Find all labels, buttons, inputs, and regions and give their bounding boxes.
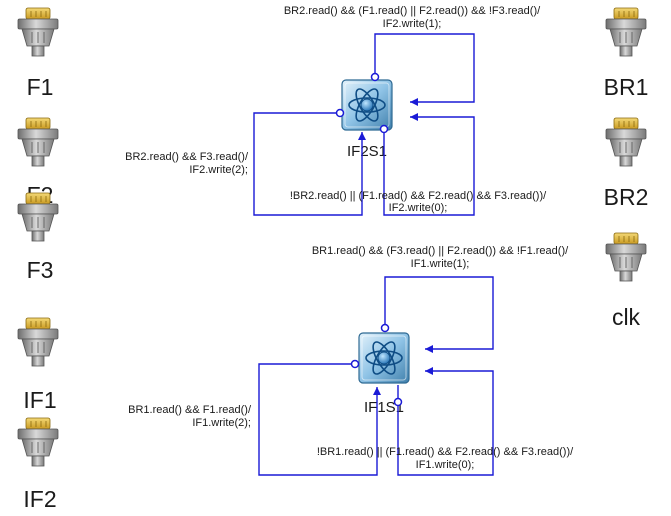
arrowhead [373,387,381,395]
transition-guard: BR2.read() && F3.read()/ [125,151,249,163]
transition-source-dot [335,108,345,118]
connector-port-icon [17,317,59,367]
port-clk: clk [605,232,647,330]
transition-action: IF1.write(0); [416,459,475,471]
transition-source-dot [379,124,389,134]
atom-state-icon [341,79,393,131]
port-label: BR2 [604,184,649,210]
transition-if2s1-top: BR2.read() && (F1.read() || F2.read()) &… [284,5,541,106]
transition-edge [383,116,475,216]
transition-edge [374,33,475,103]
port-f3: F3 [17,192,59,283]
arrowhead [425,345,433,353]
port-br2: BR2 [604,117,649,210]
transition-if1s1-left: BR1.read() && F1.read()/ IF1.write(2); [128,359,381,476]
port-if2: IF2 [17,417,59,512]
transition-edge [258,363,378,476]
transition-guard: BR1.read() && (F3.read() || F2.read()) &… [312,245,569,257]
transition-edge [253,112,363,216]
transition-if2s1-bottom: !BR2.read() || (F1.read() && F2.read() &… [290,113,547,216]
arrowhead [410,113,418,121]
transition-guard: !BR2.read() || (F1.read() && F2.read() &… [290,190,547,202]
connector-port-icon [17,417,59,467]
transition-source-dot [350,359,360,369]
port-if1: IF1 [17,317,59,413]
connector-port-icon [17,7,59,57]
transition-guard: !BR1.read() || (F1.read() && F2.read() &… [317,446,574,458]
transition-action: IF1.write(2); [192,417,251,429]
port-label: F1 [27,74,54,100]
transition-guard: BR2.read() && (F1.read() || F2.read()) &… [284,5,541,17]
port-label: F3 [27,257,54,283]
port-label: IF1 [23,387,56,413]
state-if2s1: IF2S1 [341,79,393,160]
port-label: clk [612,304,641,330]
transition-edge [397,370,494,476]
transition-action: IF2.write(0); [389,202,448,214]
atom-state-icon [358,332,410,384]
transition-if1s1-bottom: !BR1.read() || (F1.read() && F2.read() &… [317,367,574,476]
transition-source-dot [393,397,403,407]
transition-guard: BR1.read() && F1.read()/ [128,404,252,416]
connector-port-icon [605,232,647,282]
transition-if2s1-left: BR2.read() && F3.read()/ IF2.write(2); [125,108,366,216]
transition-action: IF2.write(1); [383,18,442,30]
arrowhead [410,98,418,106]
transition-action: IF2.write(2); [189,164,248,176]
port-f1: F1 [17,7,59,100]
connector-port-icon [605,117,647,167]
port-label: BR1 [604,74,649,100]
transition-if1s1-top: BR1.read() && (F3.read() || F2.read()) &… [312,245,569,353]
state-label: IF2S1 [347,143,387,160]
transition-source-dot [380,323,390,333]
transition-action: IF1.write(1); [411,258,470,270]
arrowhead [358,132,366,140]
transition-source-dot [370,72,380,82]
connector-port-icon [605,7,647,57]
transition-edge [384,276,494,350]
port-label: IF2 [23,486,56,512]
port-br1: BR1 [604,7,649,100]
arrowhead [425,367,433,375]
connector-port-icon [17,117,59,167]
